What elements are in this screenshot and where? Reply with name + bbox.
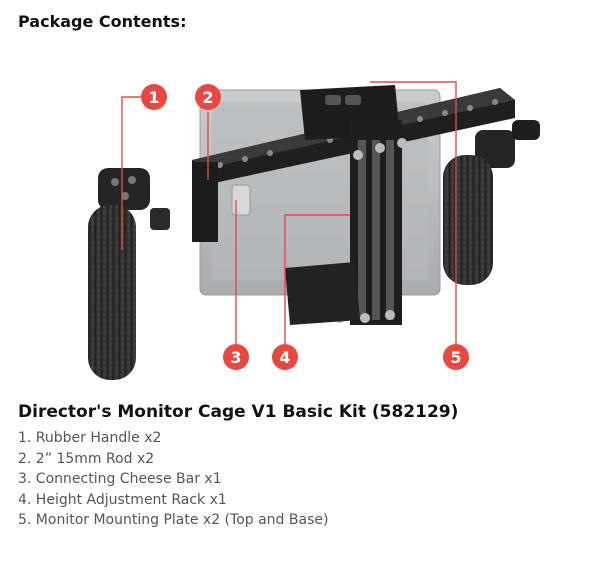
callout-3-badge: 3 xyxy=(223,344,249,370)
product-image: 1 2 3 4 5 xyxy=(88,81,540,380)
callout-1-badge: 1 xyxy=(141,84,167,110)
list-item: 3. Connecting Cheese Bar x1 xyxy=(18,471,222,487)
callout-2-label: 2 xyxy=(202,88,213,107)
callout-2-badge: 2 xyxy=(195,84,221,110)
kit-title: Director's Monitor Cage V1 Basic Kit (58… xyxy=(18,402,459,422)
list-item: 1. Rubber Handle x2 xyxy=(18,430,162,446)
list-item: 4. Height Adjustment Rack x1 xyxy=(18,491,227,508)
callout-lines xyxy=(121,81,457,344)
height-adjustment-rack xyxy=(285,85,407,325)
contents-list: 1. Rubber Handle x2 2. 2” 15mm Rod x2 3.… xyxy=(18,428,328,531)
callout-3-label: 3 xyxy=(230,348,241,367)
left-bracket xyxy=(192,162,218,242)
callout-1-label: 1 xyxy=(148,88,159,107)
callout-5-badge: 5 xyxy=(443,344,469,370)
list-item: 5. Monitor Mounting Plate x2 (Top and Ba… xyxy=(18,512,329,528)
callout-4-badge: 4 xyxy=(272,344,298,370)
callout-5-label: 5 xyxy=(450,348,461,367)
left-rubber-handle xyxy=(88,168,170,380)
callout-4-label: 4 xyxy=(279,348,290,367)
package-contents-heading: Package Contents: xyxy=(18,12,187,31)
right-rubber-handle xyxy=(443,120,540,285)
list-item: 2. 2” 15mm Rod x2 xyxy=(18,450,155,467)
